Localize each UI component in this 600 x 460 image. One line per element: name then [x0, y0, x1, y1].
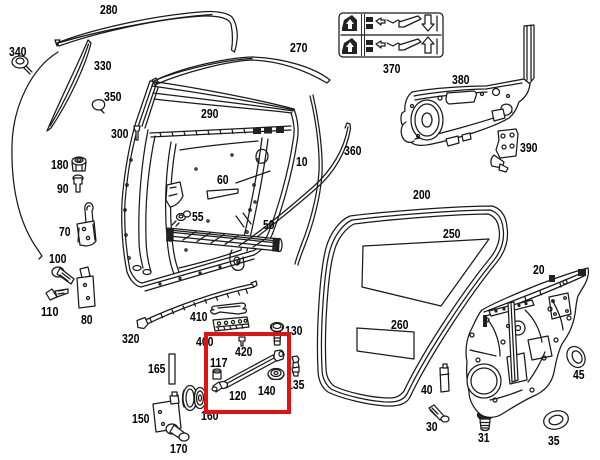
svg-text:100: 100	[49, 251, 67, 266]
svg-text:60: 60	[217, 172, 229, 187]
svg-text:35: 35	[548, 433, 560, 448]
svg-text:170: 170	[170, 441, 188, 456]
svg-text:55: 55	[192, 209, 204, 224]
svg-text:117: 117	[210, 355, 228, 370]
svg-text:270: 270	[290, 40, 308, 55]
svg-text:90: 90	[57, 181, 69, 196]
svg-text:50: 50	[263, 217, 275, 232]
svg-text:370: 370	[383, 61, 401, 76]
svg-text:140: 140	[258, 383, 276, 398]
svg-text:420: 420	[235, 344, 253, 359]
svg-text:280: 280	[100, 2, 118, 17]
svg-text:350: 350	[104, 89, 122, 104]
svg-text:10: 10	[296, 154, 308, 169]
svg-text:30: 30	[426, 419, 438, 434]
svg-text:360: 360	[344, 143, 362, 158]
svg-text:40: 40	[421, 382, 433, 397]
svg-text:300: 300	[111, 126, 129, 141]
svg-text:110: 110	[41, 304, 59, 319]
svg-text:20: 20	[533, 262, 545, 277]
svg-text:290: 290	[201, 106, 219, 121]
svg-text:180: 180	[51, 157, 69, 172]
svg-text:120: 120	[229, 388, 247, 403]
svg-text:340: 340	[9, 44, 27, 59]
svg-text:320: 320	[122, 331, 140, 346]
svg-text:200: 200	[413, 187, 431, 202]
svg-text:250: 250	[443, 226, 461, 241]
svg-text:150: 150	[132, 411, 150, 426]
svg-text:31: 31	[478, 430, 490, 445]
svg-text:380: 380	[452, 72, 470, 87]
svg-text:330: 330	[94, 58, 112, 73]
svg-text:80: 80	[81, 312, 93, 327]
svg-text:410: 410	[190, 309, 208, 324]
svg-text:135: 135	[287, 377, 305, 392]
svg-text:260: 260	[391, 317, 409, 332]
svg-text:70: 70	[59, 224, 71, 239]
svg-text:45: 45	[573, 367, 585, 382]
svg-text:165: 165	[148, 361, 166, 376]
svg-text:390: 390	[520, 140, 538, 155]
